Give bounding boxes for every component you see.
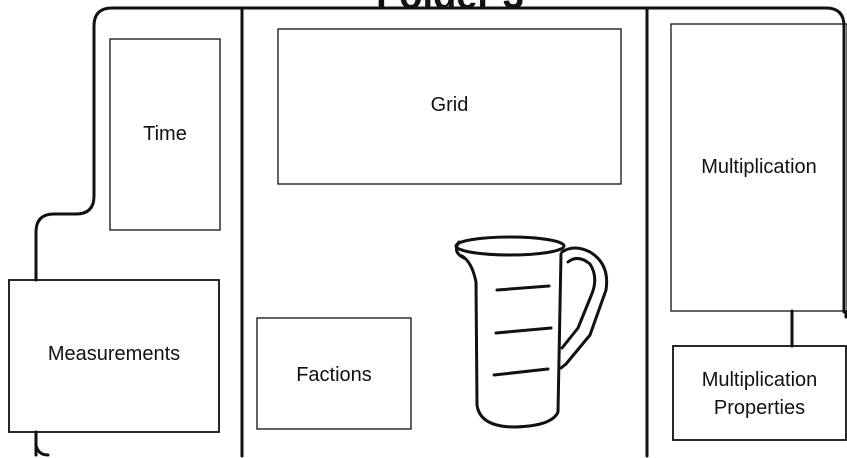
label-multiplication: Multiplication [701, 156, 817, 178]
box-multiplication-properties [672, 345, 847, 441]
measuring-pitcher-icon [454, 235, 609, 429]
label-multiplication-properties-line2: Properties [713, 397, 806, 419]
box-multiplication [670, 23, 847, 312]
box-measurements [8, 279, 220, 433]
label-measurements: Measurements [47, 343, 181, 365]
box-factions [256, 317, 412, 430]
label-time: Time [143, 123, 187, 145]
folder-outline [34, 6, 847, 457]
label-factions: Factions [296, 364, 372, 386]
box-time [109, 38, 221, 231]
box-grid [277, 28, 622, 185]
label-grid: Grid [430, 94, 469, 116]
folder-title: Folder 3 [300, 0, 600, 18]
label-multiplication-properties-line1: Multiplication [701, 369, 818, 391]
